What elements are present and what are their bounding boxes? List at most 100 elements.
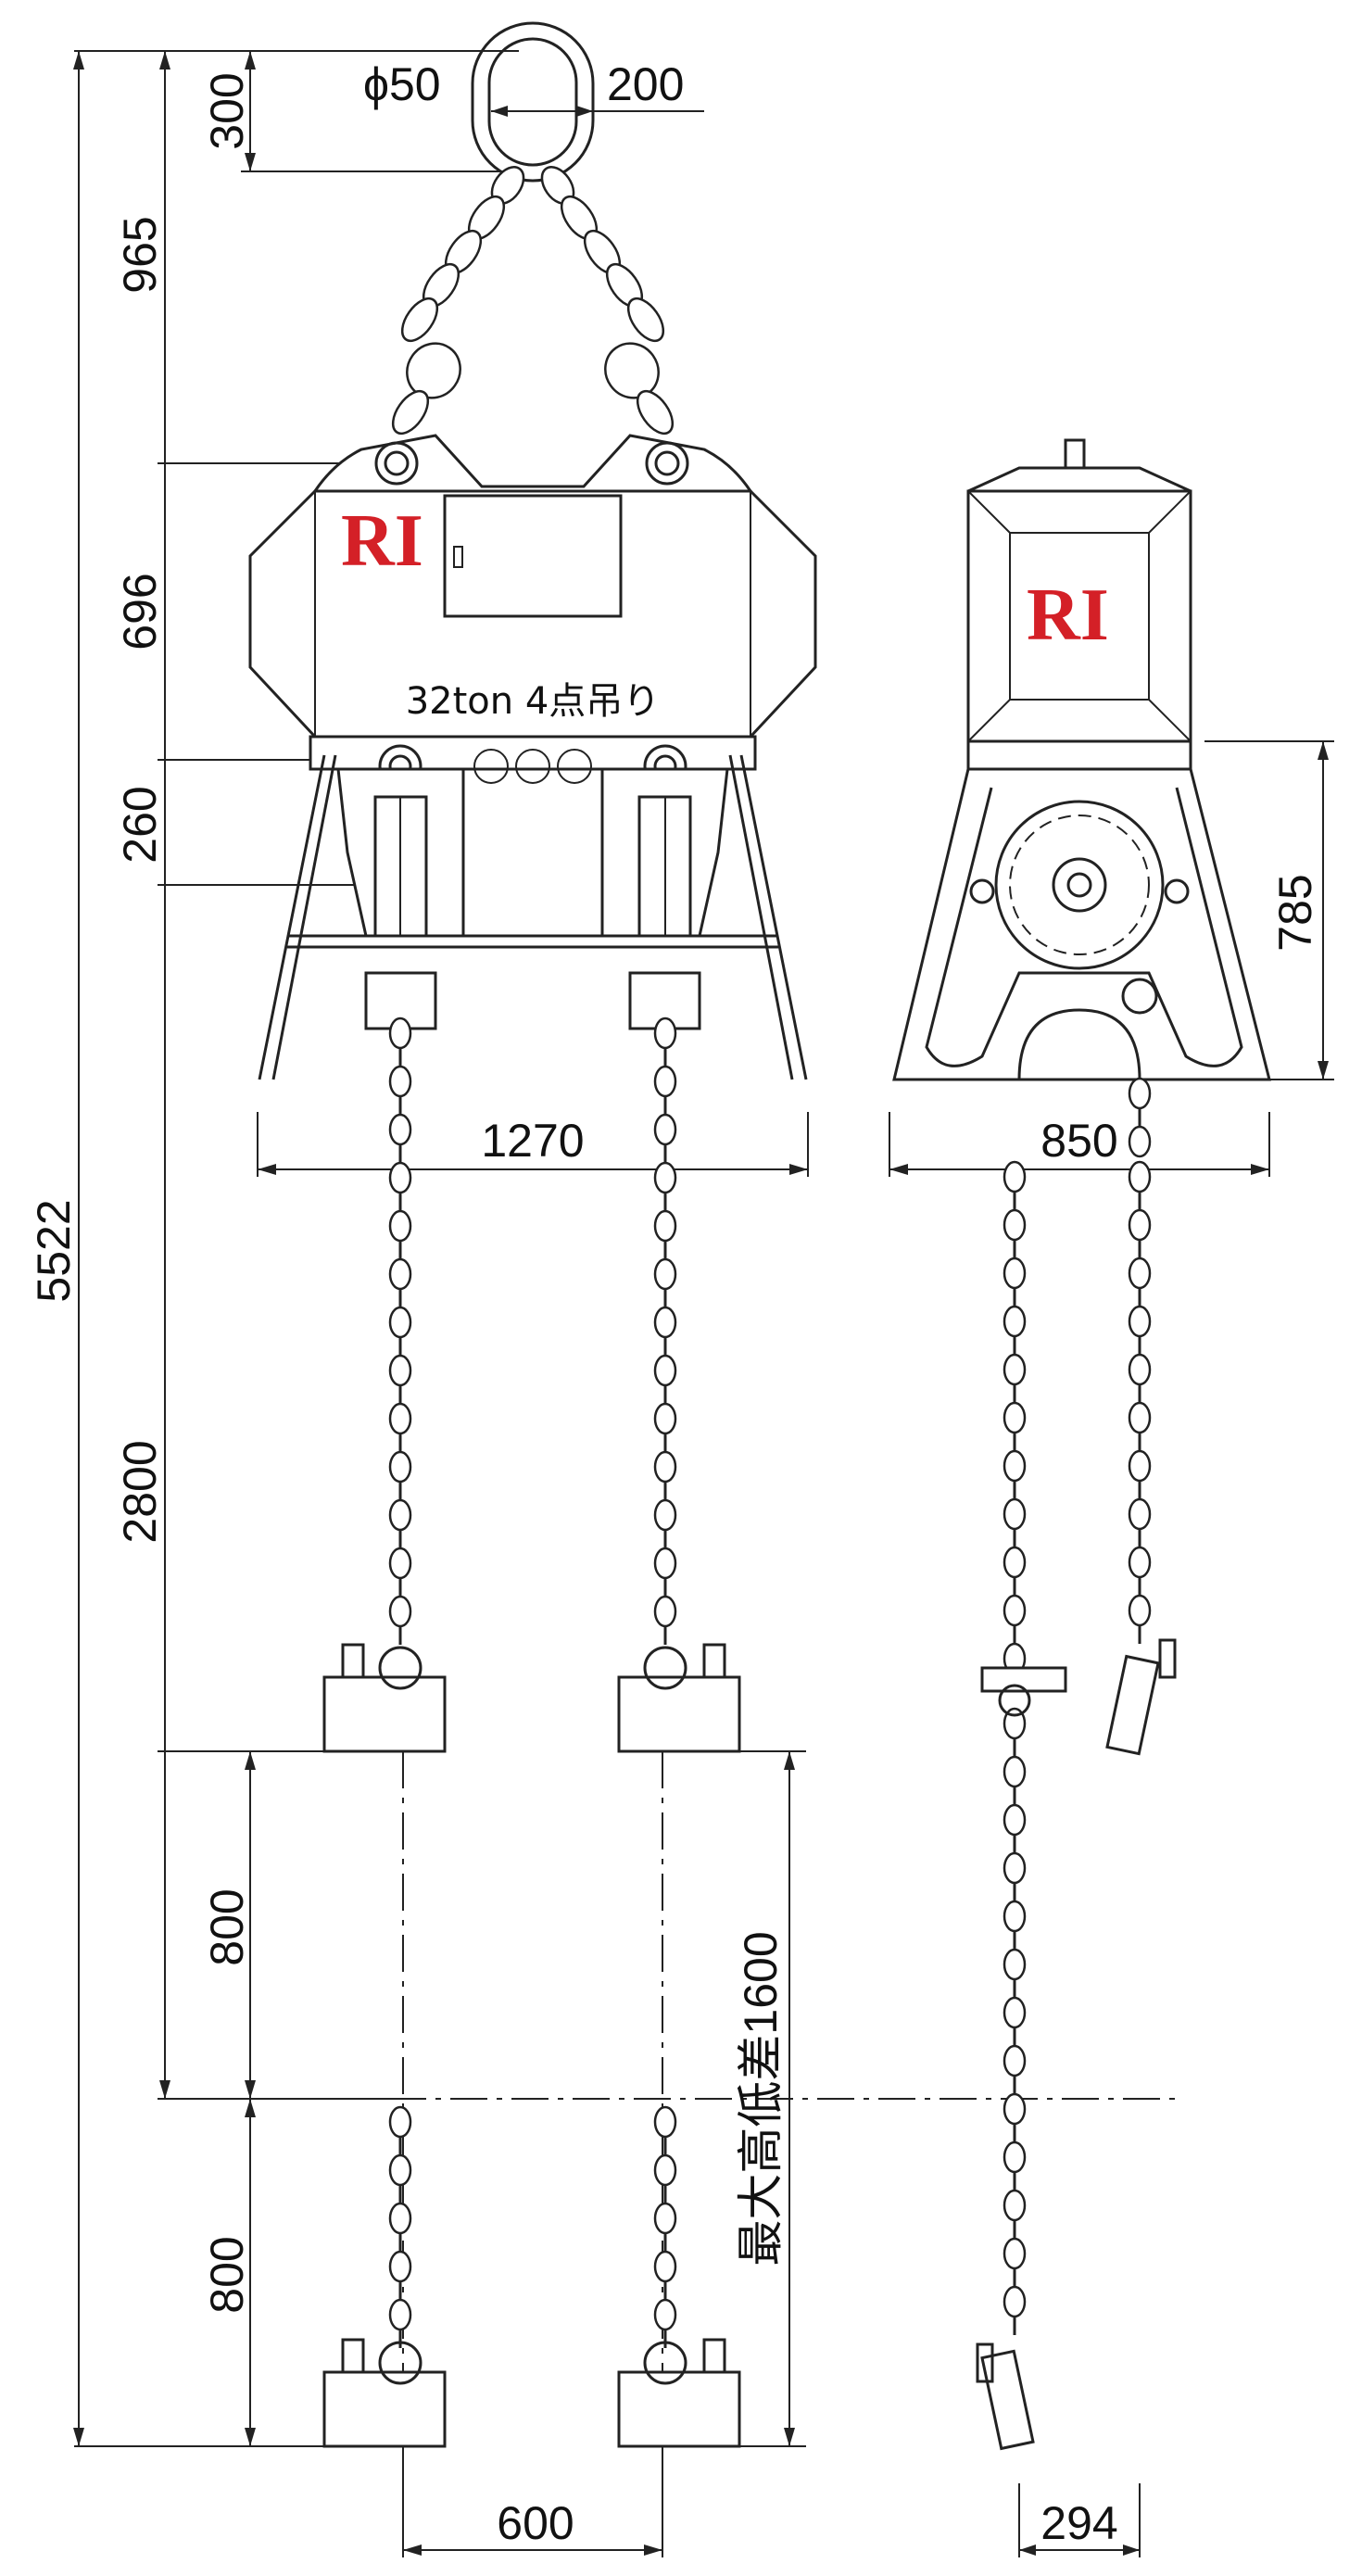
side-chain-link-back	[1128, 1546, 1152, 1579]
chain-link-left-lower	[388, 2298, 412, 2331]
sling-chain-right	[540, 166, 675, 436]
chain-link-left-lower	[388, 2105, 412, 2139]
side-hook-lower	[976, 2342, 1035, 2451]
side-chain-link-front-lower	[1003, 2092, 1027, 2126]
side-chain-link-top	[1128, 1077, 1152, 1110]
side-chain-link-front	[1003, 1160, 1027, 1193]
chain-link-left	[388, 1306, 412, 1339]
chain-link-left	[388, 1209, 412, 1243]
dim-sling-height: 965	[114, 216, 166, 293]
chain-link-left	[388, 1257, 412, 1291]
chain-link-right-lower	[653, 2250, 677, 2283]
front-dimension-lines	[73, 50, 1177, 2557]
chain-link-left-lower	[388, 2153, 412, 2187]
logo-front: RI	[341, 500, 423, 582]
front-chains	[388, 1017, 677, 2348]
side-chain-link-front-lower	[1003, 2285, 1027, 2318]
side-chain-link-back	[1128, 1401, 1152, 1434]
hook-block-lower-left	[322, 2338, 447, 2448]
chain-link-right	[653, 1547, 677, 1580]
side-chain-link-front	[1003, 1497, 1027, 1531]
chain-link-left	[388, 1450, 412, 1484]
side-hook-mid	[980, 1666, 1067, 1717]
side-chain-link-back	[1128, 1305, 1152, 1338]
side-chain-link-front-lower	[1003, 1851, 1027, 1885]
dim-hook-step-2: 800	[201, 2236, 253, 2313]
front-view: RI 32ton 4点吊り	[248, 21, 817, 1080]
dim-shackle-width: 200	[607, 58, 684, 110]
side-chain-link-front-lower	[1003, 2237, 1027, 2270]
side-chain-link-back	[1128, 1208, 1152, 1242]
sling-chain-left	[391, 166, 525, 436]
svg-text:RI: RI	[341, 500, 423, 582]
side-chain-link-front	[1003, 1449, 1027, 1483]
dim-hook-step-1: 800	[201, 1888, 253, 1965]
side-chain-link-front	[1003, 1353, 1027, 1386]
chain-link-left	[388, 1595, 412, 1628]
side-chain-link-front-lower	[1003, 1803, 1027, 1837]
chain-link-right	[653, 1209, 677, 1243]
chain-link-left	[388, 1161, 412, 1194]
side-chain-link-front-lower	[1003, 1900, 1027, 1933]
chain-link-left	[388, 1017, 412, 1050]
logo-side: RI	[1027, 575, 1109, 656]
dim-hook-spacing: 600	[497, 2497, 574, 2549]
chain-link-right	[653, 1450, 677, 1484]
side-chain-link-front	[1003, 1305, 1027, 1338]
side-chain-link-back	[1128, 1594, 1152, 1627]
chain-link-left	[388, 1498, 412, 1532]
dim-overall-width-side: 850	[1040, 1115, 1117, 1167]
side-chain-link-back	[1128, 1353, 1152, 1386]
dim-hook-offset: 294	[1040, 2497, 1117, 2549]
chain-link-right	[653, 1402, 677, 1435]
side-chain-link-top	[1128, 1125, 1152, 1158]
hook-block-upper-left	[322, 1643, 447, 1753]
hook-blocks-front	[322, 1643, 741, 2448]
dim-shackle-height: 300	[201, 72, 253, 149]
dim-trolley-height: 260	[114, 786, 166, 863]
side-chain-link-back	[1128, 1449, 1152, 1483]
control-box-panel	[443, 494, 623, 618]
chain-link-left	[388, 1547, 412, 1580]
chain-link-right-lower	[653, 2153, 677, 2187]
side-chain-link-front	[1003, 1401, 1027, 1434]
side-chain-link-front-lower	[1003, 1996, 1027, 2029]
side-chains	[1003, 1077, 1152, 2335]
side-chain-link-back	[1128, 1256, 1152, 1290]
side-chain-link-front-lower	[1003, 1755, 1027, 1788]
stand-legs	[258, 754, 808, 1080]
chain-link-right	[653, 1595, 677, 1628]
chain-link-left-lower	[388, 2250, 412, 2283]
master-link	[471, 21, 595, 183]
side-chain-link-back	[1128, 1497, 1152, 1531]
side-chain-link-front	[1003, 1256, 1027, 1290]
dim-chain-length: 2800	[114, 1440, 166, 1543]
body-label: 32ton 4点吊り	[406, 680, 661, 723]
side-chain-link-front-lower	[1003, 2044, 1027, 2077]
chain-link-right	[653, 1065, 677, 1098]
chain-link-right-lower	[653, 2105, 677, 2139]
dim-shackle-diameter: ϕ50	[363, 58, 441, 110]
chain-link-right-lower	[653, 2202, 677, 2235]
chain-link-right	[653, 1498, 677, 1532]
side-hook-upper	[1105, 1638, 1177, 1756]
side-chain-link-front-lower	[1003, 2189, 1027, 2222]
side-chain-link-front	[1003, 1594, 1027, 1627]
side-chain-link-front-lower	[1003, 2140, 1027, 2174]
hook-block-upper-right	[617, 1643, 741, 1753]
chain-link-right-lower	[653, 2298, 677, 2331]
chain-link-left	[388, 1402, 412, 1435]
chain-link-right	[653, 1354, 677, 1387]
side-chain-link-front-lower	[1003, 1948, 1027, 1981]
chain-link-left	[388, 1354, 412, 1387]
dim-max-height-difference: 最大高低差1600	[735, 1931, 787, 2266]
svg-text:RI: RI	[1027, 575, 1109, 656]
chain-link-right	[653, 1257, 677, 1291]
chain-link-left-lower	[388, 2202, 412, 2235]
dim-overall-width-front: 1270	[481, 1115, 584, 1167]
chain-link-left	[388, 1065, 412, 1098]
side-view: RI	[889, 438, 1334, 2557]
hook-block-lower-right	[617, 2338, 741, 2448]
dim-body-height: 696	[114, 573, 166, 650]
